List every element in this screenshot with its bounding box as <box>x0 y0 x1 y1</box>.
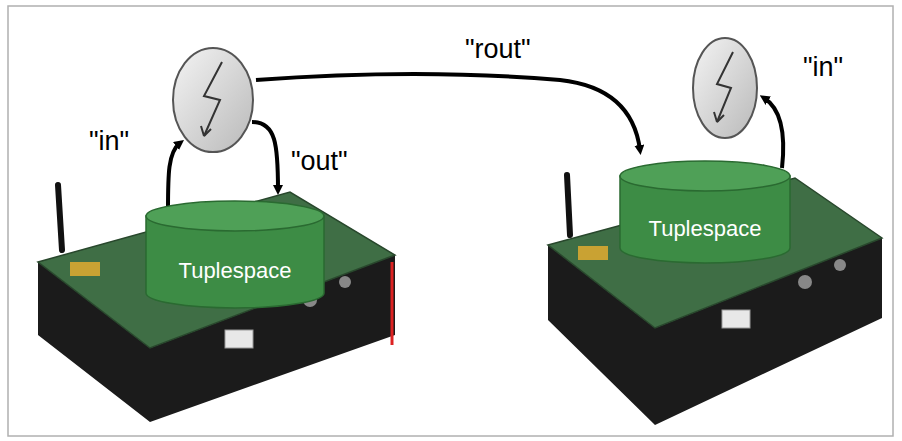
node-text: Tuplespace <box>649 216 762 242</box>
operation-label: "in" <box>800 52 846 83</box>
flow-arrow <box>256 74 640 150</box>
flow-arrow <box>252 122 278 190</box>
agent-symbol <box>693 38 757 138</box>
cylinder-outline <box>619 160 791 265</box>
operation-label: "rout" <box>462 34 534 65</box>
operation-label: "in" <box>86 126 132 157</box>
tuplespace-cylinder: Tuplespace <box>145 200 325 310</box>
operation-label: "out" <box>288 146 351 177</box>
agent-symbol <box>173 48 253 152</box>
flow-arrow <box>764 98 783 168</box>
sensor-board <box>38 185 395 422</box>
cylinder-outline <box>145 200 325 310</box>
frame <box>8 6 893 436</box>
tuplespace-cylinder: Tuplespace <box>619 160 791 265</box>
sensor-board <box>548 175 882 425</box>
flow-arrow <box>168 143 180 210</box>
node-text: Tuplespace <box>179 258 292 284</box>
